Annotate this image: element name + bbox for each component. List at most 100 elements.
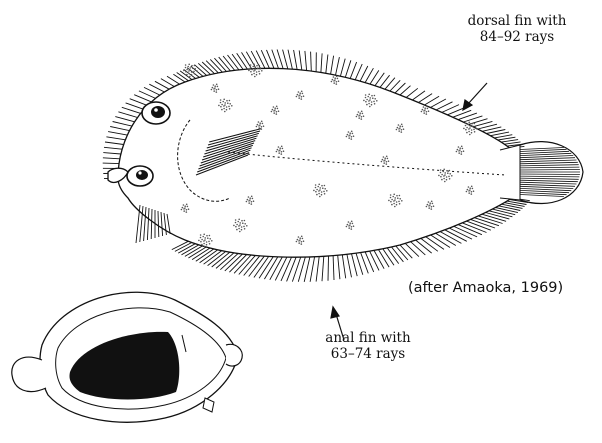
stipple-dot (468, 192, 470, 194)
stipple-dot (374, 103, 376, 105)
stipple-dot (321, 194, 323, 196)
stipple-dot (351, 221, 353, 223)
stipple-dot (276, 113, 278, 115)
stipple-dot (441, 174, 443, 176)
fin-ray (198, 63, 210, 74)
fin-ray (299, 50, 302, 70)
stipple-dot (229, 108, 231, 110)
stipple-dot (359, 112, 361, 114)
stipple-dot (446, 179, 448, 181)
fin-ray (520, 149, 567, 151)
stipple-dot (376, 100, 378, 102)
stipple-dot (297, 239, 299, 241)
stipple-dot (253, 200, 255, 202)
stipple-dot (213, 84, 215, 86)
stipple-dot (451, 175, 453, 177)
stipple-dot (448, 176, 450, 178)
stipple-dot (372, 97, 374, 99)
stipple-dot (218, 88, 220, 90)
stipple-dot (361, 118, 363, 120)
stipple-dot (226, 100, 228, 102)
stipple-dot (374, 98, 376, 100)
fin-ray (502, 204, 523, 208)
stipple-dot (211, 89, 213, 91)
fin-ray (242, 52, 252, 69)
stipple-dot (474, 126, 476, 128)
stipple-dot (368, 100, 370, 102)
stipple-dot (393, 194, 395, 196)
stipple-dot (278, 146, 280, 148)
fin-ray (103, 153, 121, 154)
stipple-dot (315, 191, 317, 193)
fin-ray (498, 137, 516, 140)
stipple-dot (258, 125, 260, 127)
stipple-dot (358, 115, 360, 117)
stipple-dot (299, 92, 301, 94)
stipple-dot (258, 121, 260, 123)
stipple-dot (236, 224, 238, 226)
stipple-dot (399, 198, 401, 200)
fin-ray (504, 203, 524, 207)
stipple-dot (317, 186, 319, 188)
fin-ray (379, 250, 390, 268)
stipple-dot (356, 116, 358, 118)
stipple-dot (206, 241, 208, 243)
stipple-dot (251, 74, 253, 76)
stipple-dot (458, 146, 460, 148)
fin-ray (223, 56, 235, 70)
stipple-dot (446, 170, 448, 172)
stipple-dot (396, 204, 398, 206)
dorsal-fin-label-line1: dorsal fin with (452, 13, 582, 29)
stipple-dot (368, 103, 370, 105)
stipple-dot (384, 157, 386, 159)
stipple-dot (348, 221, 350, 223)
stipple-dot (186, 69, 188, 71)
stipple-dot (401, 124, 403, 126)
dorsal-arrow (463, 83, 487, 110)
stipple-dot (216, 84, 218, 86)
stipple-dot (201, 244, 203, 246)
stipple-dot (386, 156, 388, 158)
stipple-dot (221, 104, 223, 106)
stipple-dot (252, 66, 254, 68)
fin-ray (177, 73, 189, 81)
stipple-dot (466, 127, 468, 129)
stipple-dot (251, 201, 253, 203)
stipple-dot (367, 96, 369, 98)
stipple-dot (390, 197, 392, 199)
stipple-dot (469, 187, 471, 189)
anal-fin-label-line2: 63–74 rays (308, 346, 428, 362)
stipple-dot (398, 128, 400, 130)
fin-ray (496, 208, 518, 213)
fin-ray (216, 253, 234, 269)
stipple-dot (211, 240, 213, 242)
fin-ray (305, 51, 307, 71)
stipple-dot (299, 237, 301, 239)
stipple-dot (193, 71, 195, 73)
stipple-dot (281, 146, 283, 148)
stipple-dot (251, 196, 253, 198)
fin-ray (426, 237, 444, 250)
stipple-dot (248, 200, 250, 202)
stipple-dot (206, 235, 208, 237)
stipple-dot (257, 124, 259, 126)
stipple-dot (369, 106, 371, 108)
stipple-dot (257, 67, 259, 69)
stipple-dot (283, 150, 285, 152)
fin-ray (383, 249, 394, 265)
stipple-dot (302, 93, 304, 95)
stipple-dot (383, 156, 385, 158)
fin-ray (345, 60, 351, 77)
stipple-dot (246, 201, 248, 203)
stipple-dot (336, 81, 338, 83)
stipple-dot (471, 186, 473, 188)
stipple-dot (223, 105, 225, 107)
fin-ray (338, 255, 340, 279)
stipple-dot (396, 195, 398, 197)
fin-ray (491, 132, 510, 136)
fin-ray (374, 250, 384, 268)
stipple-dot (207, 237, 209, 239)
fin-ray (520, 160, 577, 162)
stipple-dot (324, 193, 326, 195)
fin-ray (520, 193, 567, 195)
